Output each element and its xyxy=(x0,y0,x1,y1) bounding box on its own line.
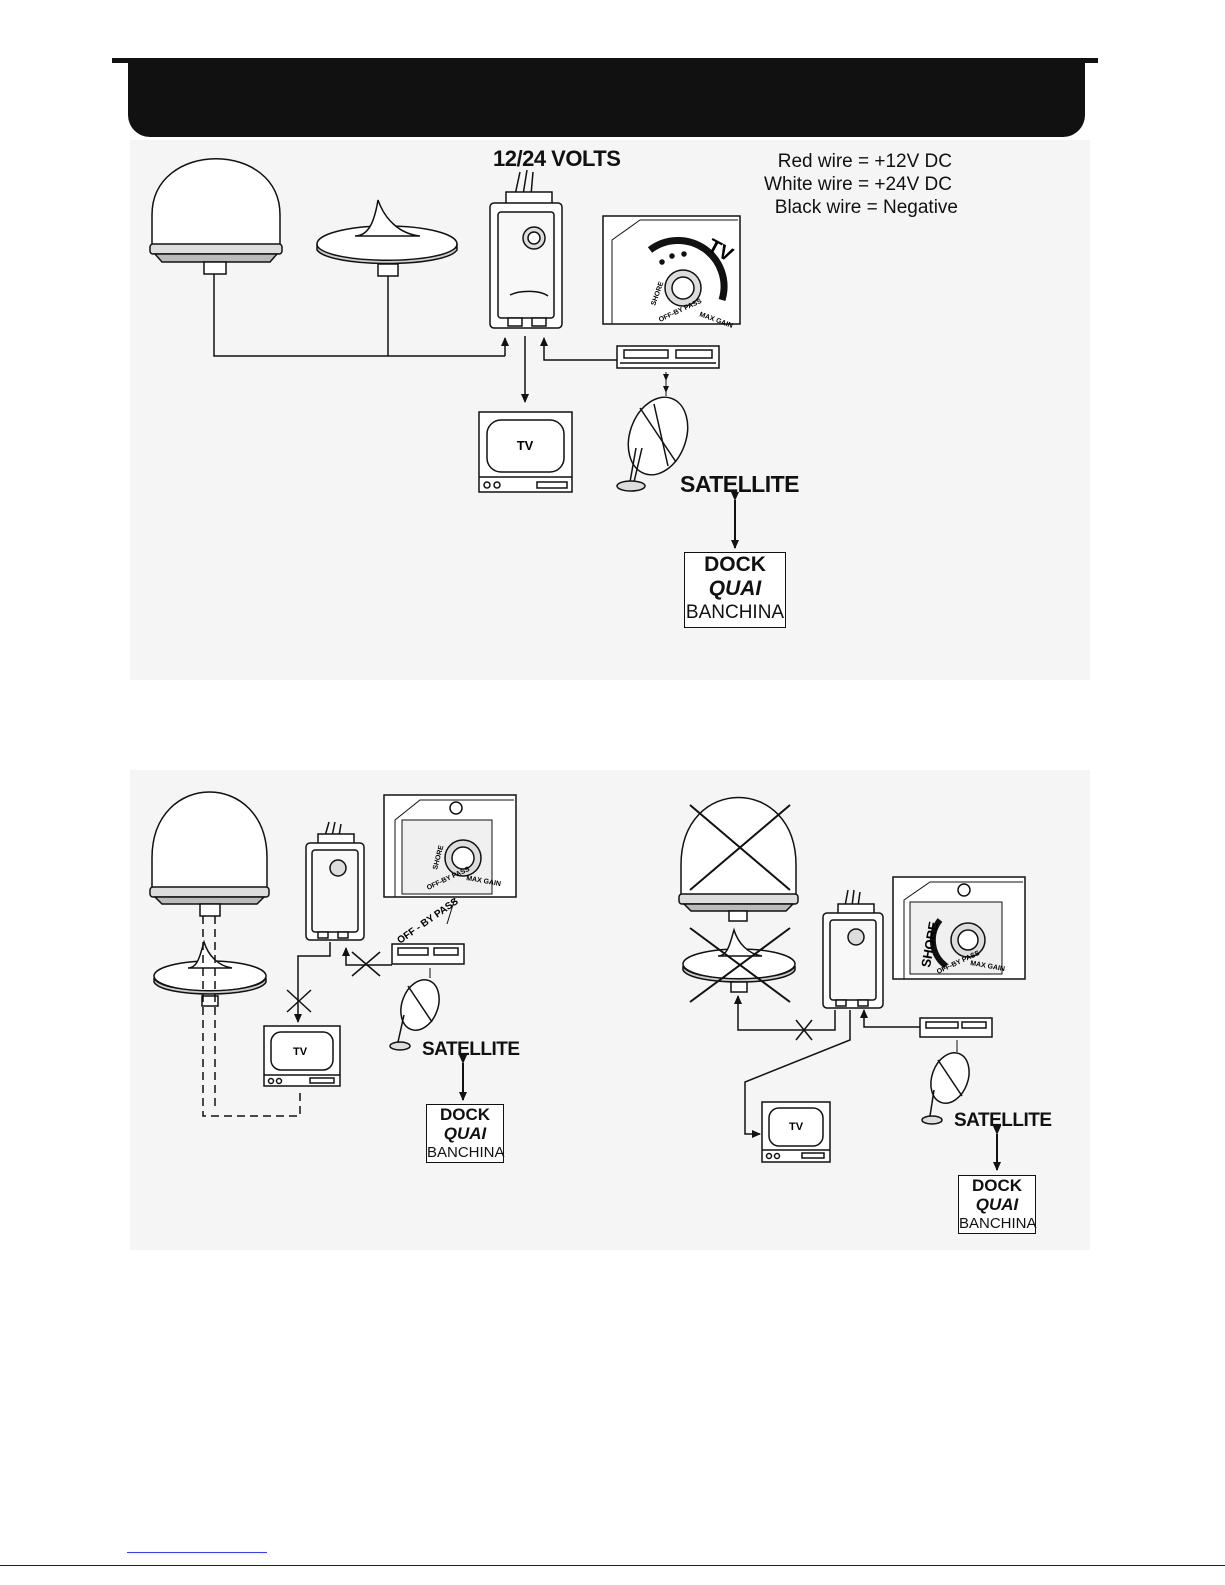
br-receiver-icon xyxy=(920,1018,992,1037)
voltage-label: 12/24 VOLTS xyxy=(493,146,620,172)
br-dome-antenna-icon xyxy=(679,798,798,922)
disc-antenna-icon xyxy=(317,200,457,276)
antenna-wiring xyxy=(214,274,505,356)
bl-offbypass-callout: OFF - BY PASS xyxy=(395,896,460,946)
satellite-receiver-icon xyxy=(617,346,719,368)
bl-tv-label: TV xyxy=(293,1046,308,1058)
banchina-label: BANCHINA xyxy=(685,601,785,625)
br-banchina-label: BANCHINA xyxy=(959,1214,1035,1233)
black-wire-label: Black wire = Negative xyxy=(700,196,958,219)
footer-rule xyxy=(0,1565,1225,1566)
bl-control-box-icon xyxy=(306,822,364,940)
bl-dock-box: DOCK QUAI BANCHINA xyxy=(426,1104,504,1163)
br-dock-label: DOCK xyxy=(959,1176,1035,1195)
bl-quai-label: QUAI xyxy=(427,1124,503,1143)
tv-label: TV xyxy=(517,438,534,453)
br-disc-antenna-icon xyxy=(683,928,795,1002)
red-wire-label: Red wire = +12V DC xyxy=(700,150,952,173)
bl-dome-antenna-icon xyxy=(150,792,269,916)
bl-receiver-icon xyxy=(392,944,464,964)
bl-banchina-label: BANCHINA xyxy=(427,1143,503,1162)
bl-disc-antenna-icon xyxy=(154,942,266,1006)
white-wire-label: White wire = +24V DC xyxy=(700,173,952,196)
bl-satellite-label: SATELLITE xyxy=(422,1039,520,1061)
dome-antenna-icon xyxy=(150,159,282,274)
dock-label: DOCK xyxy=(685,553,785,577)
wire-from-receiver xyxy=(544,338,617,360)
dock-box: DOCK QUAI BANCHINA xyxy=(684,552,786,628)
br-tv-label: TV xyxy=(789,1121,804,1133)
satellite-label: SATELLITE xyxy=(680,471,799,498)
bl-blocked-wiring xyxy=(287,942,392,1022)
selector-detail-panel xyxy=(603,216,740,324)
bl-dock-label: DOCK xyxy=(427,1105,503,1124)
quai-label: QUAI xyxy=(685,577,785,601)
amplifier-control-box-icon xyxy=(490,170,562,328)
footer-link-underline xyxy=(127,1552,267,1553)
br-dock-box: DOCK QUAI BANCHINA xyxy=(958,1175,1036,1234)
br-quai-label: QUAI xyxy=(959,1195,1035,1214)
br-control-box-icon xyxy=(823,890,883,1008)
br-satellite-label: SATELLITE xyxy=(954,1110,1052,1132)
